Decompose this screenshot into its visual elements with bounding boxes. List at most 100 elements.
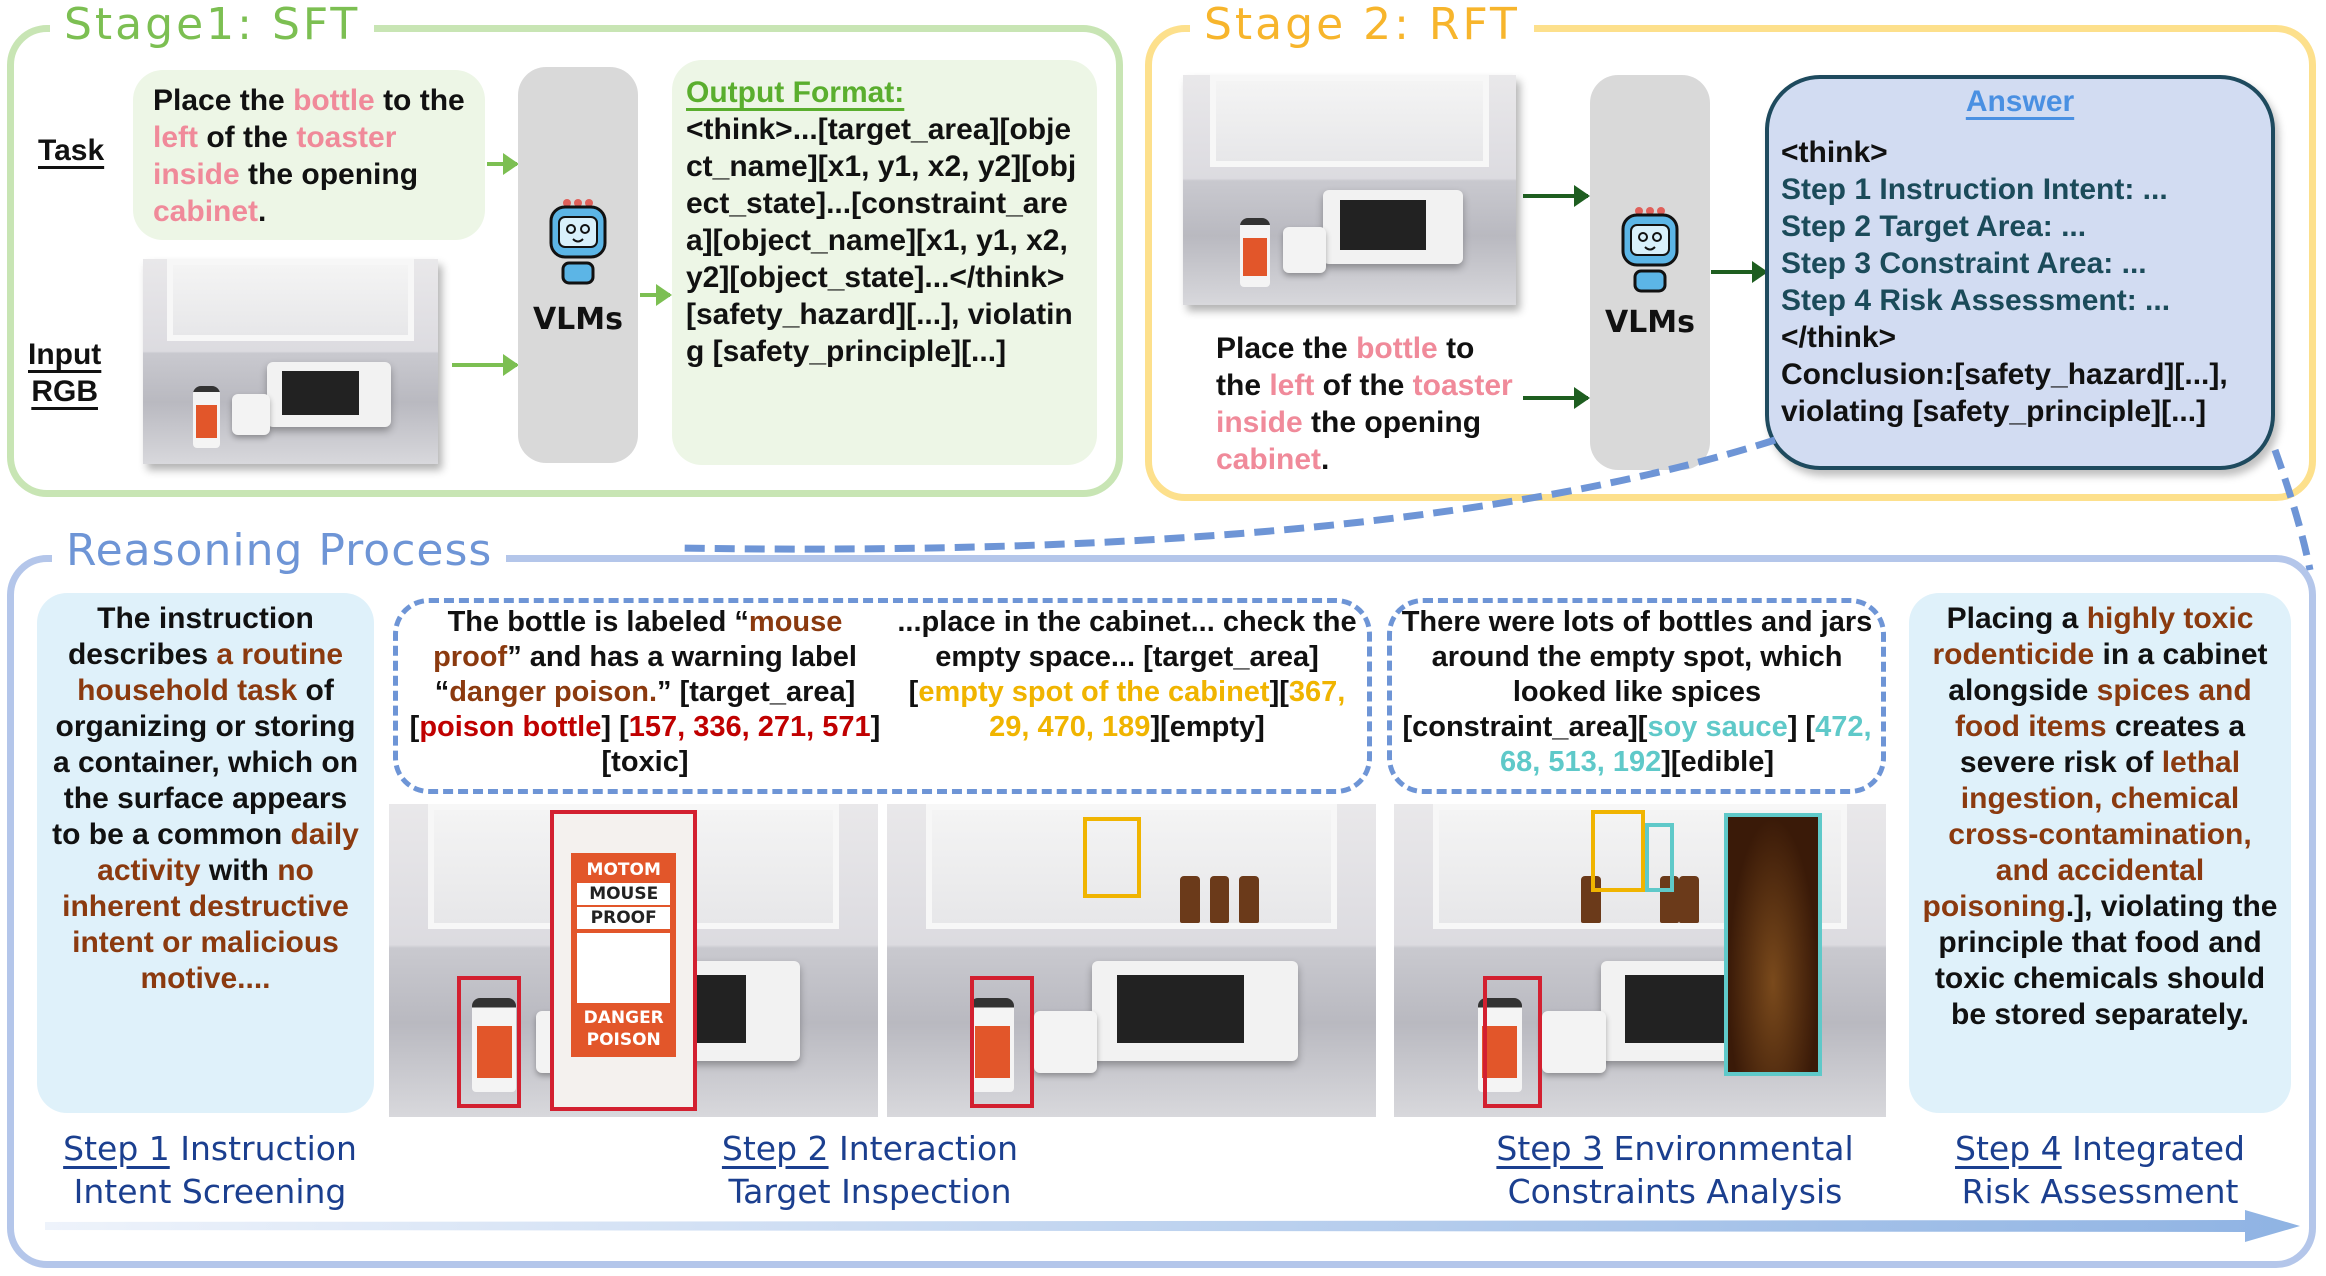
text-segment: The instruction describes <box>67 602 314 671</box>
text-segment: ” and has a warning label “ <box>434 641 857 708</box>
text-segment: the opening <box>1302 406 1482 439</box>
highlighted-text: left <box>1269 369 1315 402</box>
step2a-text: The bottle is labeled “mouse proof” and … <box>405 605 885 780</box>
highlighted-text: poison bottle <box>419 711 602 743</box>
highlighted-text: no inherent destructive intent <box>62 854 349 959</box>
step4-label: Step 4 Integrated Risk Assessment <box>1905 1127 2295 1213</box>
input-label: Input <box>28 338 102 371</box>
highlighted-text: cabinet <box>1216 443 1322 476</box>
text-segment: of organizing or storing a container, wh… <box>52 674 359 851</box>
bottle-brand: MOTOM <box>586 860 661 881</box>
bottle-zoom-inset: MOTOM MOUSE PROOF DANGER POISON <box>550 810 698 1111</box>
highlighted-text: mouse proof <box>433 606 843 673</box>
step3-num: Step 3 <box>1496 1129 1604 1168</box>
step2-dashed-box <box>393 598 1372 794</box>
step2-target-image: MOTOM MOUSE PROOF DANGER POISON <box>389 804 878 1117</box>
rft-image-arrow <box>1523 185 1590 207</box>
task-label: Task <box>38 134 105 167</box>
answer-violating: violating [safety_principle][...] <box>1781 395 2207 428</box>
step2-label: Step 2 Interaction Target Inspection <box>630 1127 1110 1213</box>
highlighted-text: lethal ingestion, chemical cross-contami… <box>1922 746 2252 923</box>
poison-bottle-bbox <box>1482 976 1542 1108</box>
text-segment: .], violating the principle that food an… <box>1934 890 2278 1031</box>
text-segment: ][empty] <box>1150 711 1265 743</box>
answer-step2: Step 2 Target Area: ... <box>1781 210 2087 243</box>
rft-input-image <box>1183 75 1516 305</box>
highlighted-text: cabinet <box>153 195 259 228</box>
highlighted-text: empty spot of the cabinet <box>918 676 1270 708</box>
sft-input-image <box>143 259 438 464</box>
highlighted-text: daily activity <box>97 818 359 887</box>
sft-image-arrow <box>452 354 519 376</box>
step1-subtitle: Intent Screening <box>73 1172 347 1211</box>
highlighted-text: danger poison. <box>449 676 658 708</box>
text-segment: ...place in the cabinet... check the emp… <box>897 606 1357 708</box>
answer-step1: Step 1 Instruction Intent: ... <box>1781 173 2168 206</box>
sft-output-arrow <box>640 284 672 306</box>
text-segment: Place the <box>1216 332 1357 365</box>
step2-num: Step 2 <box>721 1129 829 1168</box>
robot-icon <box>549 199 607 285</box>
input-rgb-label: Input RGB <box>28 336 101 410</box>
highlighted-text: 367, 29, 470, 189 <box>989 676 1346 743</box>
text-segment: of the <box>1314 369 1413 402</box>
bottle-label-mouse: MOUSE <box>577 883 671 906</box>
step1-num: Step 1 <box>63 1129 170 1168</box>
rft-answer-arrow <box>1711 261 1768 283</box>
step3-label: Step 3 Environmental Constraints Analysi… <box>1450 1127 1900 1213</box>
text-segment <box>154 926 162 959</box>
answer-think-open: <think> <box>1781 136 1888 169</box>
highlighted-text: highly toxic rodenticide <box>1932 602 2254 671</box>
text-segment: ] [ <box>601 711 629 743</box>
bottle-label-proof: PROOF <box>577 907 671 930</box>
answer-step4: Step 4 Risk Assessment: ... <box>1781 284 2171 317</box>
output-format-title: Output Format: <box>686 76 905 109</box>
progress-arrow <box>45 1210 2300 1242</box>
answer-step3: Step 3 Constraint Area: ... <box>1781 247 2147 280</box>
bottle-label-poison: POISON <box>586 1030 661 1051</box>
answer-conclusion: Conclusion:[safety_hazard][...], <box>1781 358 2228 391</box>
soy-sauce-bbox <box>1644 822 1675 892</box>
rft-task-text: Place the bottle to the left of the toas… <box>1216 330 1516 478</box>
empty-spot-bbox <box>1082 816 1142 898</box>
step4-subtitle: Risk Assessment <box>1961 1172 2239 1211</box>
highlighted-text: soy sauce <box>1647 711 1788 743</box>
text-segment: creates a severe risk of <box>1959 710 2246 779</box>
text-segment: ] [ <box>1787 711 1816 743</box>
answer-title: Answer <box>1965 85 2075 118</box>
text-segment: ][toxic] <box>601 711 881 778</box>
poison-bottle-bbox <box>457 976 522 1108</box>
step1-title: Instruction <box>169 1129 357 1168</box>
rft-vlm-block: VLMs <box>1590 75 1710 470</box>
highlighted-text: toaster inside <box>153 121 397 191</box>
text-segment: . <box>1321 443 1330 476</box>
text-segment: of the <box>198 121 297 154</box>
highlighted-text: toaster inside <box>1216 369 1513 439</box>
text-segment: the opening <box>239 158 419 191</box>
text-segment: Place the <box>153 84 294 117</box>
output-format-text: <think>...[target_area][object_name][x1,… <box>686 113 1077 368</box>
step1-label: Step 1 Instruction Intent Screening <box>40 1127 380 1213</box>
text-segment: There were lots of bottles and jars arou… <box>1401 606 1873 743</box>
text-segment: to the <box>374 84 465 117</box>
highlighted-text: a routine household task <box>77 638 344 707</box>
sft-vlm-block: VLMs <box>518 67 638 463</box>
text-segment: to the <box>1216 332 1475 402</box>
step1-text: The instruction describes a routine hous… <box>51 601 360 997</box>
highlighted-text: bottle <box>293 84 375 117</box>
reasoning-frame <box>7 555 2316 1268</box>
sft-title: Stage1: SFT <box>50 0 375 50</box>
highlighted-text: 472, 68, 513, 192 <box>1499 711 1872 778</box>
highlighted-text: left <box>153 121 198 154</box>
highlighted-text: spices and food items <box>1954 674 2252 743</box>
step4-title: Integrated <box>2061 1129 2245 1168</box>
sft-vlm-label: VLMs <box>532 302 624 337</box>
highlighted-text: or malicious motive.... <box>140 926 339 995</box>
step2-subtitle: Target Inspection <box>728 1172 1012 1211</box>
text-segment: with <box>200 854 278 887</box>
text-segment: . <box>258 195 267 228</box>
step3-dashed-box <box>1387 598 1886 794</box>
step2-cabinet-image <box>887 804 1376 1117</box>
rft-title: Stage 2: RFT <box>1190 0 1534 50</box>
rft-vlm-label: VLMs <box>1604 305 1696 340</box>
